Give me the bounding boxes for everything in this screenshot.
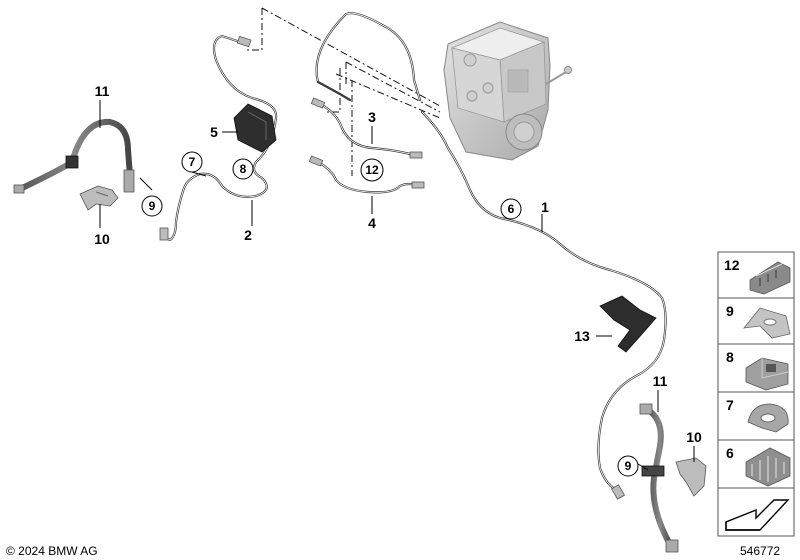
brake-pipe-1	[420, 110, 667, 500]
bracket-left	[79, 185, 119, 211]
callout-6: 6	[500, 198, 522, 220]
brake-pipe-2	[159, 34, 278, 242]
connection-lines	[246, 7, 441, 176]
bracket-right	[675, 457, 707, 497]
brake-pipe-3	[310, 97, 423, 159]
legend-item-12: 12	[717, 251, 795, 299]
label-13: 13	[574, 328, 590, 344]
bracket-13	[599, 295, 657, 353]
callout-12: 12	[360, 158, 384, 182]
brake-hose-left	[13, 118, 135, 194]
diagram-number: 546772	[740, 544, 780, 558]
legend-item-9: 9	[717, 297, 795, 345]
legend-panel: 12 9 8 7 6	[717, 251, 795, 537]
legend-item-7: 7	[717, 391, 795, 441]
label-4: 4	[368, 215, 376, 231]
brake-pipe-4	[308, 155, 425, 194]
leader-lines	[99, 100, 695, 471]
brake-hose-right	[639, 403, 679, 553]
label-5: 5	[210, 124, 218, 140]
label-11-left: 11	[95, 83, 110, 99]
svg-text:6: 6	[508, 202, 515, 216]
svg-text:9: 9	[726, 303, 734, 319]
label-1: 1	[541, 199, 549, 215]
svg-text:7: 7	[726, 397, 734, 413]
callout-9-left: 9	[141, 195, 163, 217]
callout-8: 8	[232, 158, 254, 180]
svg-text:6: 6	[726, 445, 734, 461]
hydraulic-unit	[443, 21, 572, 161]
label-11-right: 11	[653, 373, 668, 389]
svg-text:8: 8	[726, 349, 734, 365]
bracket-5	[233, 103, 277, 153]
upper-loops	[315, 12, 422, 102]
legend-item-8: 8	[717, 343, 795, 393]
copyright-text: © 2024 BMW AG	[6, 544, 98, 558]
label-3: 3	[368, 109, 376, 125]
svg-text:9: 9	[149, 199, 156, 213]
svg-text:9: 9	[625, 459, 632, 473]
svg-text:8: 8	[240, 162, 247, 176]
label-2: 2	[244, 227, 252, 243]
svg-text:7: 7	[189, 155, 196, 169]
callout-7: 7	[181, 151, 203, 173]
legend-item-6: 6	[717, 439, 795, 489]
legend-arrow-box	[717, 487, 795, 537]
label-10-right: 10	[686, 429, 702, 445]
callout-9-right: 9	[617, 455, 639, 477]
svg-text:12: 12	[365, 163, 379, 177]
svg-text:12: 12	[724, 257, 740, 273]
label-10-left: 10	[94, 231, 110, 247]
